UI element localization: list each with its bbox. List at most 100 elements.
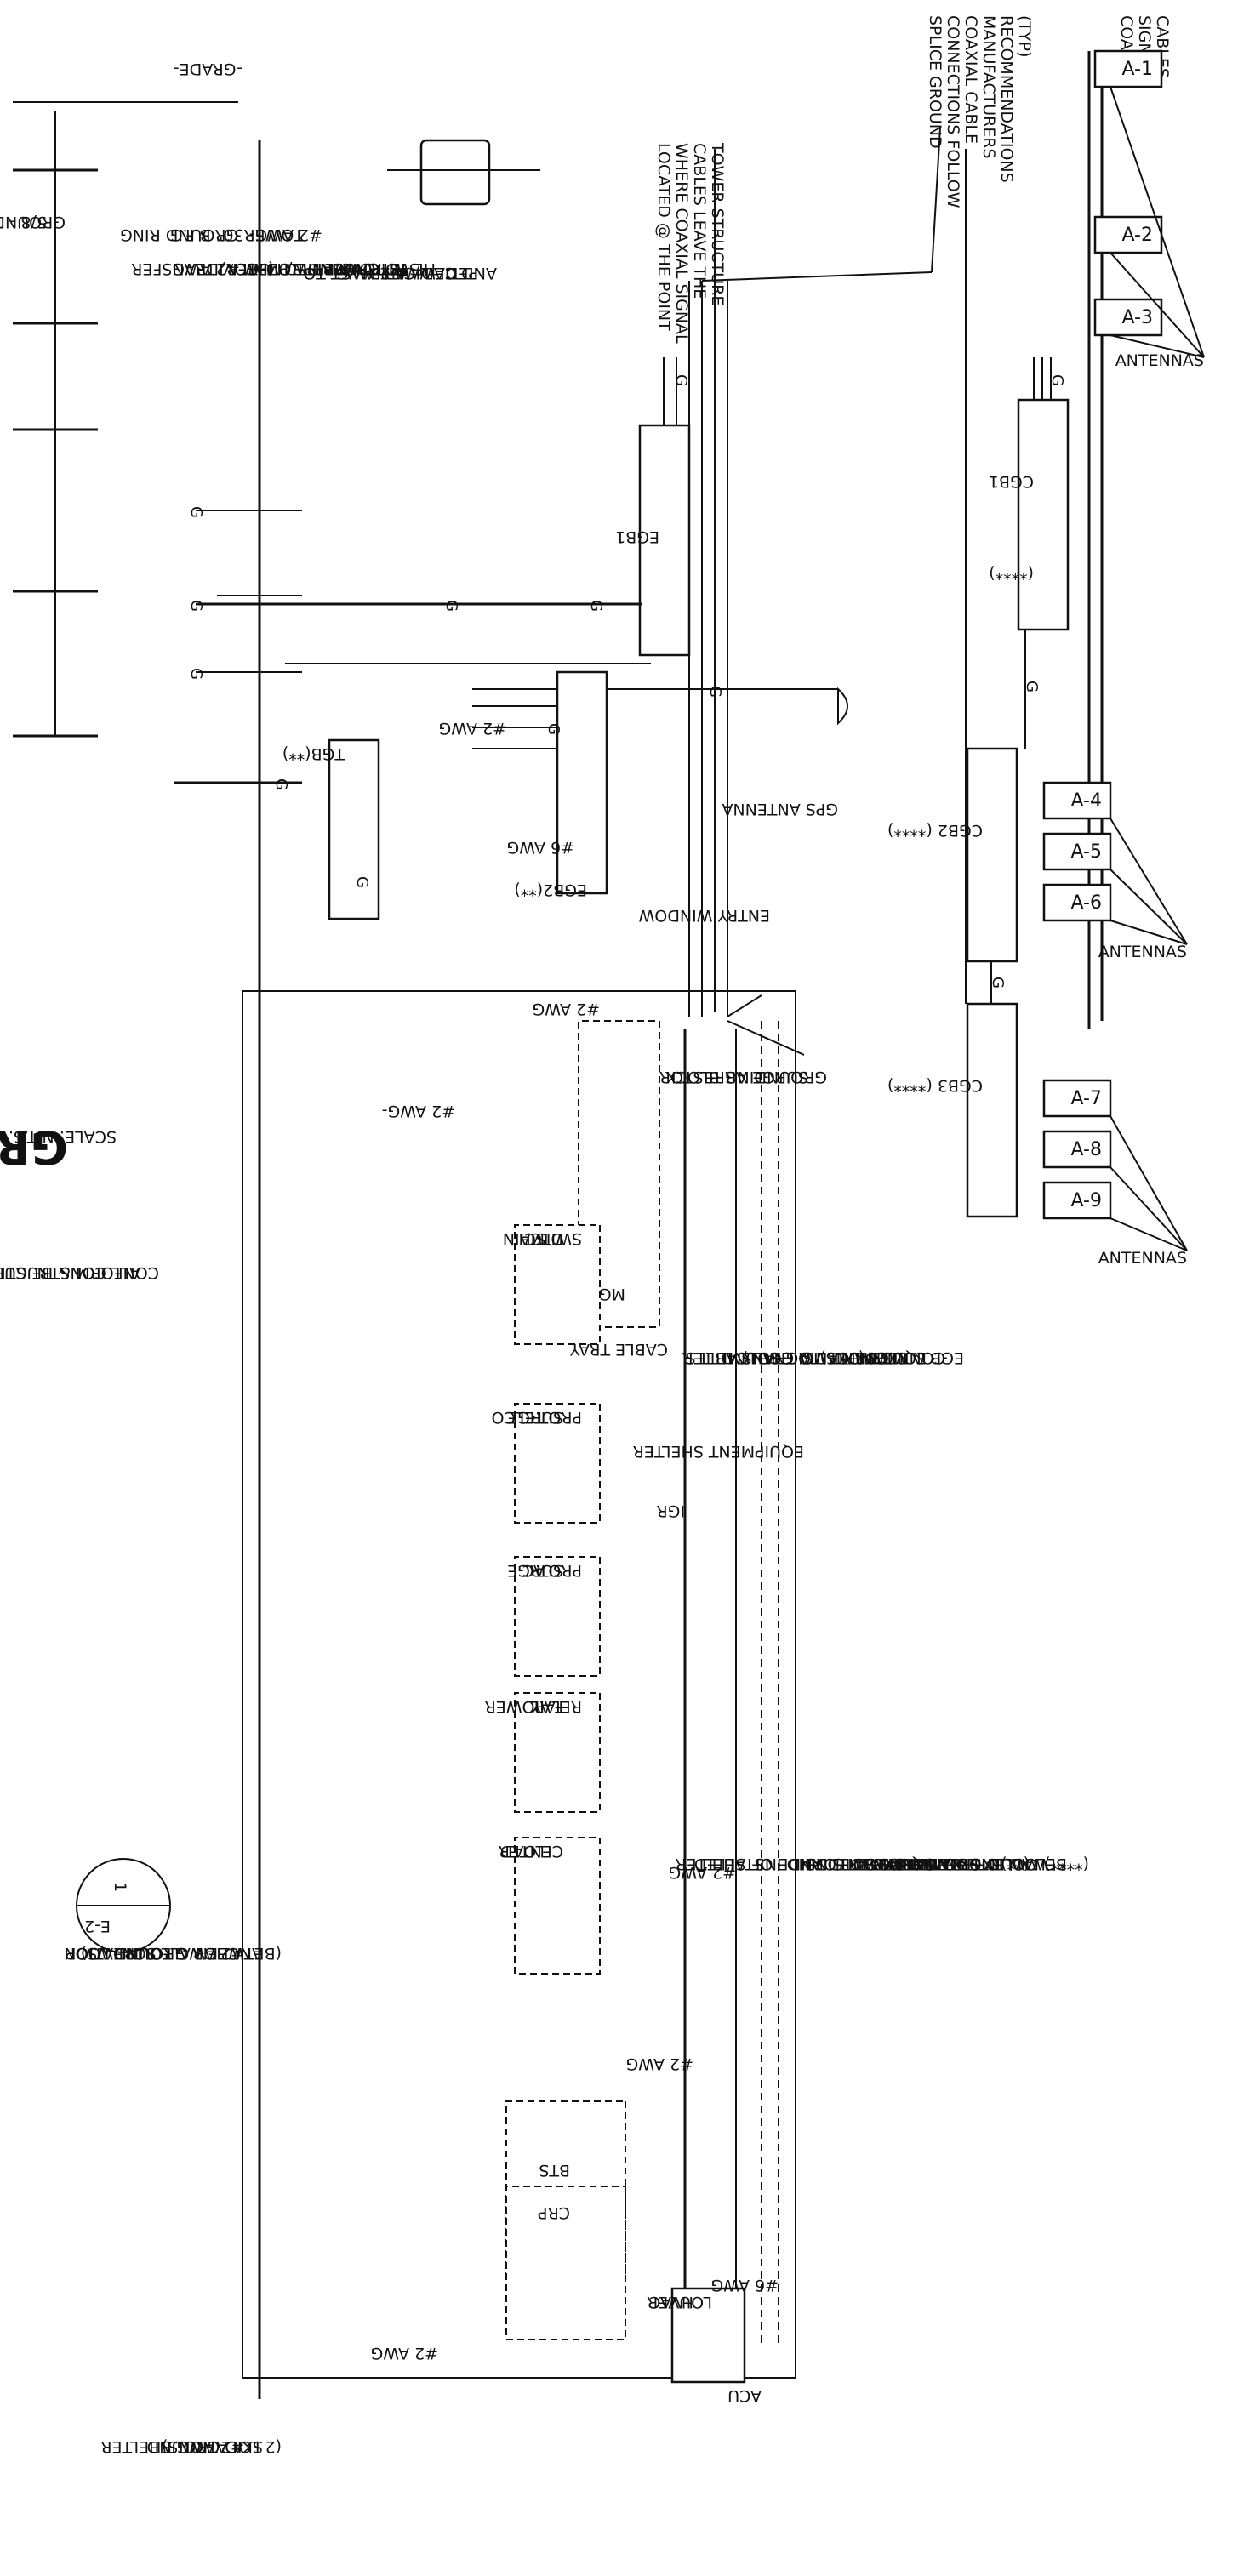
cgb2-bar: CGB2 (****) G <box>887 630 1041 963</box>
tower-ring-line-1: TOWER GROUND RING <box>120 225 305 244</box>
main-disc-line-1: MAIN <box>503 1229 545 1248</box>
gps-g: G <box>706 686 724 698</box>
splice-line-4: MANUFACTURERS <box>979 15 998 159</box>
bts-crp: BTS CRP <box>505 2100 626 2340</box>
power-pedestal: TIE LIGHT MAST TO PED. W/ # 2 AWG AND CA… <box>131 139 540 282</box>
splice-line-3: COAXIAL CABLE <box>961 15 980 144</box>
tgb-g: G <box>353 876 371 888</box>
cgb2-box <box>966 747 1018 963</box>
tgb-box <box>328 738 380 920</box>
foundation-note: #2 AWG FOUNDATION ANCHOR GROUND LOOP (BE… <box>64 1944 282 1963</box>
antenna-a8-label: A-8 <box>1070 1139 1102 1160</box>
cgb1-ground-g: G <box>1048 374 1066 386</box>
notes-line-6: BELOW ENTRY WINDOW <box>872 1855 1067 1873</box>
egb2-label: EGB2(**) <box>514 881 587 899</box>
run-g-2: G <box>587 600 605 612</box>
run-g-1: G <box>442 600 460 612</box>
hvac-line-1: HVAC <box>649 2293 693 2311</box>
ground-runs: G G G G G G <box>174 506 651 790</box>
notes-line-2: IS TO BE PROVIDED AND INSTALLED <box>694 1855 986 1873</box>
located-label: TOWER STRUCTURE CABLES LEAVE THE WHERE C… <box>654 142 727 344</box>
notes-block: NOTES: ALL EQUIPMENT INSIDE OF SHELTER I… <box>675 1855 1089 1873</box>
antenna-a4-label: A-4 <box>1070 790 1102 812</box>
ac-surge-box <box>514 1556 601 1677</box>
antenna-a8 <box>1042 1130 1112 1169</box>
antenna-a6-label: A-6 <box>1070 892 1102 914</box>
telco-box <box>514 1403 601 1524</box>
power-ped-line-1: POWER PED. (PROVIDE <box>196 259 382 278</box>
run-g-4: G <box>187 668 205 680</box>
shelter-outline <box>242 990 796 2379</box>
telco-line-1: TELCO <box>492 1408 545 1427</box>
tower-ring-line-2: #2 AWG- 30" B.F.G <box>170 225 322 244</box>
antennas-label-mid: ANTENNAS <box>1098 943 1187 961</box>
crp-box <box>505 2186 626 2340</box>
run-g-3: G <box>187 600 205 612</box>
egb2-bar: EGB2(**) G #2 AWG <box>438 670 608 899</box>
egb2-box <box>556 670 608 895</box>
antenna-a3-label: A-3 <box>1121 307 1153 328</box>
power-ped-line-3: SWITCH & APPL PLUG <box>246 259 419 278</box>
antenna-a7-label: A-7 <box>1070 1088 1102 1109</box>
cgb2-label: CGB2 (****) <box>887 821 983 840</box>
antenna-group-mid: A-4 A-5 A-6 ANTENNAS <box>1042 781 1188 961</box>
antennas-label-low: ANTENNAS <box>1098 1249 1187 1268</box>
construction-note-line-2: CONFORM & BE SUBJECT TO McHENRY COUNTY <box>0 1263 159 1282</box>
cable-tray-igr: CABLE TRAY IGR <box>570 1029 737 2348</box>
acu-label: ACU <box>727 2386 762 2405</box>
run-g-5: G <box>187 506 205 518</box>
egb1-label: EGB1 <box>615 527 659 546</box>
ac-surge-line-1: AC <box>522 1561 545 1580</box>
tgb-label: TGB(**) <box>282 744 345 763</box>
entry-window: ENTRY WINDOW #6 AWG <box>506 838 770 1017</box>
antenna-a1-label: A-1 <box>1121 59 1153 80</box>
cgb3-bar: CGB3 (****) G <box>887 961 1018 1218</box>
load-center: LOAD CENTER <box>499 1837 601 1975</box>
tie-light-line-2: PED. W/ # 2 AWG <box>336 264 478 282</box>
coax-connect-line-5: EGB & MGB (TYP.) <box>820 1348 964 1367</box>
tie-light-line-3: AND CAD WELD <box>368 264 497 282</box>
cgb3-g: G <box>989 977 1007 989</box>
telco-surge-prot: TELCO SURGE PROT. <box>492 1403 601 1524</box>
load-center-line-1: LOAD <box>500 1842 545 1861</box>
load-center-box <box>514 1837 601 1975</box>
tie-light-line-1: TIE LIGHT MAST TO <box>303 264 460 282</box>
foundation-line-2: ANCHOR GROUND LOOP <box>66 1944 263 1963</box>
surge-arrestor-line-1: SURGE ARRESTOR <box>659 1068 808 1086</box>
splice-line-6: (TYP) <box>1015 15 1034 58</box>
ac-surge-line-2: SURGE <box>507 1561 563 1580</box>
mgb-awg2-label: #2 AWG <box>532 1000 600 1018</box>
power-fail-relay: POWER FAIL RELAY <box>485 1692 601 1813</box>
coax-connect-line-3: EQUIPMENT VIA GROUND <box>722 1348 927 1367</box>
tower-ground-ring-label: TOWER GROUND RING #2 AWG- 30" B.F.G <box>120 225 322 244</box>
tgb-bar: TGB(**) G <box>282 738 380 920</box>
hvac-box <box>670 2287 746 2384</box>
foundation-line-3: (BETWEEN ALL SCREWS) <box>81 1944 282 1963</box>
awg2-callout-2: #2 AWG <box>625 2055 693 2073</box>
splice-line-5: RECOMMENDATIONS <box>997 15 1016 183</box>
equipment-shelter: EQUIPMENT SHELTER <box>242 990 804 2379</box>
main-disc-box <box>514 1224 601 1345</box>
igr-label: IGR <box>656 1502 685 1520</box>
foundation-line-1: #2 AWG FOUNDATION <box>64 1944 244 1963</box>
power-fail-line-1: POWER <box>485 1697 545 1716</box>
ground-rod-line-1: 5/8 - 10' <box>0 213 47 231</box>
hvac-acu: HVAC LOUVER ACU #6 AWG <box>647 2276 779 2405</box>
diagram-scale: SCALE: N.T.S. <box>9 1127 117 1146</box>
power-fail-line-2: FAIL <box>530 1697 563 1716</box>
antennas-label-top: ANTENNAS <box>1115 351 1204 370</box>
notes-line-1: ALL EQUIPMENT INSIDE OF SHELTER <box>675 1855 967 1873</box>
entry-awg6-label: #6 AWG <box>506 838 574 857</box>
splice-ground-label: (TYP) RECOMMENDATIONS MANUFACTURERS COAX… <box>926 15 1034 208</box>
telco-line-2: SURGE <box>507 1408 563 1427</box>
awg2-callout-3: #2 AWG- <box>382 1102 455 1120</box>
located-line-2: WHERE COAXIAL SIGNAL <box>672 143 691 344</box>
awg-callouts: #2 AWG #2 AWG #2 AWG- #2 AWG <box>370 1102 736 2362</box>
located-line-1: LOCATED @ THE POINT <box>654 143 673 331</box>
gps-antenna: G GPS ANTENNA <box>472 686 848 818</box>
entry-window-label: ENTRY WINDOW <box>638 906 770 925</box>
egb1-ground-g: G <box>672 374 690 386</box>
cable-tray-label: CABLE TRAY <box>570 1340 668 1359</box>
power-pedestal-box <box>419 139 491 206</box>
